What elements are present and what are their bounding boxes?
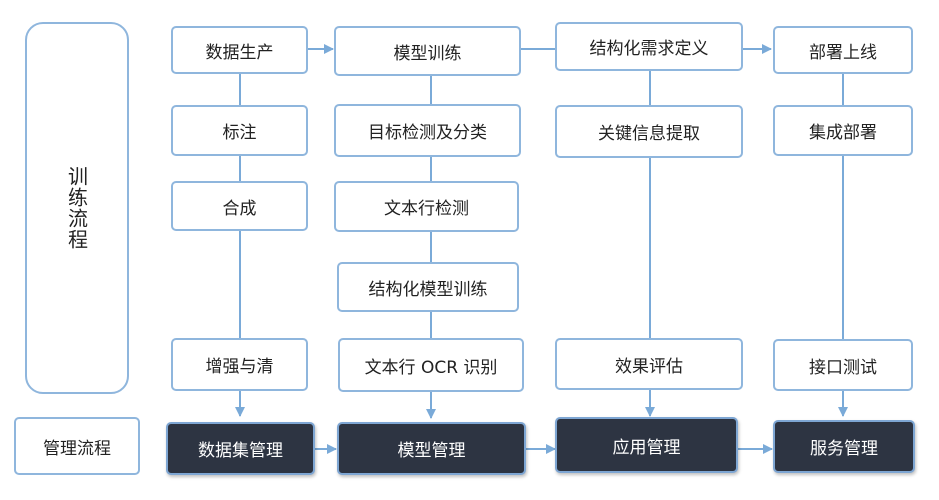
training-flow-text: 训练流程 xyxy=(64,166,89,250)
interface-test-box: 接口测试 xyxy=(773,339,913,391)
service-management-box: 服务管理 xyxy=(773,420,915,473)
model-management-box: 模型管理 xyxy=(337,422,526,475)
structured-requirement-box: 结构化需求定义 xyxy=(555,22,743,71)
annotation-box: 标注 xyxy=(171,105,308,156)
text-line-ocr-box: 文本行 OCR 识别 xyxy=(338,338,524,392)
management-flow-label: 管理流程 xyxy=(14,417,140,475)
dataset-management-box: 数据集管理 xyxy=(166,422,315,475)
data-production-box: 数据生产 xyxy=(171,26,308,74)
object-detection-classification-box: 目标检测及分类 xyxy=(334,104,521,157)
deployment-box: 部署上线 xyxy=(773,26,913,74)
application-management-box: 应用管理 xyxy=(555,417,738,473)
effect-evaluation-box: 效果评估 xyxy=(555,338,743,390)
integration-deploy-box: 集成部署 xyxy=(773,105,913,156)
model-training-box: 模型训练 xyxy=(334,26,521,76)
augment-clean-box: 增强与清 xyxy=(171,338,308,391)
structured-model-training-box: 结构化模型训练 xyxy=(337,262,519,312)
synthesis-box: 合成 xyxy=(171,181,308,231)
training-flow-label: 训练流程 xyxy=(25,22,129,394)
text-line-detection-box: 文本行检测 xyxy=(334,181,519,232)
key-info-extraction-box: 关键信息提取 xyxy=(555,105,743,158)
